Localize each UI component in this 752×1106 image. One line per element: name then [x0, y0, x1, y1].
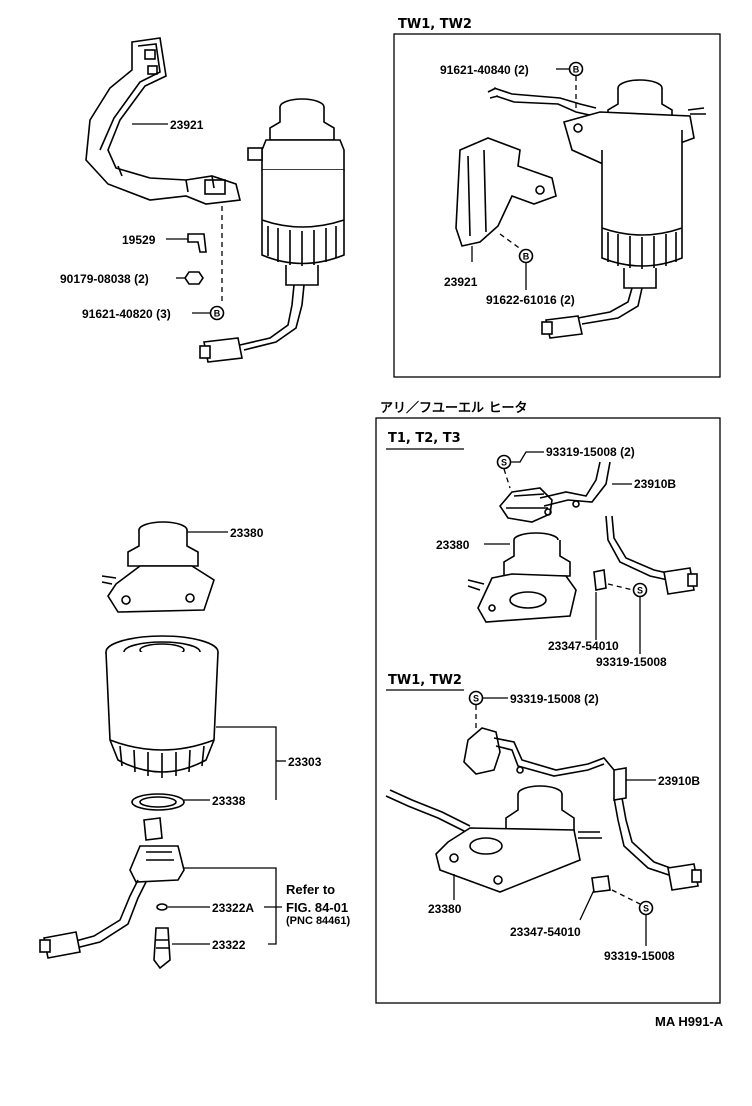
- panel-frame-top-right: [393, 33, 721, 378]
- bolt-callout-91622-61016: B: [518, 248, 534, 264]
- variant-title-t: T1, T2, T3: [388, 431, 461, 446]
- filter-element-23303-drawing: [105, 635, 219, 778]
- label-19529: 19529: [122, 233, 156, 247]
- fuel-filter-assembly-top-left: [199, 98, 345, 363]
- label-23380-t: 23380: [436, 538, 470, 552]
- label-23303: 23303: [288, 755, 322, 769]
- refer-to-text: Refer to: [286, 882, 335, 897]
- label-23921-tw: 23921: [444, 275, 478, 289]
- top-right-panel: TW1, TW2 B: [393, 17, 721, 378]
- oring-23322A-drawing: [156, 903, 168, 911]
- fuel-filter-assembly-tw-top: [487, 79, 706, 339]
- variant-tw-drawing: [385, 727, 702, 893]
- svg-text:S: S: [637, 586, 643, 596]
- svg-text:S: S: [501, 458, 507, 468]
- bolt-callout-91621-40820: B: [209, 305, 225, 321]
- svg-text:S: S: [473, 694, 479, 704]
- filter-head-23380-drawing: [101, 521, 215, 613]
- label-23322: 23322: [212, 938, 246, 952]
- sensor-housing-drawing: [39, 817, 185, 959]
- label-93319-15008-tw-b: 93319-15008: [604, 949, 675, 963]
- bottom-right-panel: アリ／フユーエル ヒータ T1, T2, T3 S: [375, 400, 721, 1004]
- label-91621-40820: 91621-40820 (3): [82, 307, 171, 321]
- label-90179-08038: 90179-08038 (2): [60, 272, 149, 286]
- refer-fig-text: FIG. 84-01: [286, 900, 348, 915]
- label-23347-54010-tw: 23347-54010: [510, 925, 581, 939]
- screw-callout-t-top: S: [496, 454, 512, 470]
- screw-callout-t-bottom: S: [632, 582, 648, 598]
- label-23347-54010-t: 23347-54010: [548, 639, 619, 653]
- bolt-callout-91621-40840: B: [568, 61, 584, 77]
- gasket-23338-drawing: [131, 793, 185, 811]
- screw-callout-tw-bottom: S: [638, 900, 654, 916]
- label-23921: 23921: [170, 118, 204, 132]
- label-23910B-t: 23910B: [634, 477, 676, 491]
- variant-t-drawing: [467, 461, 698, 623]
- label-23322A: 23322A: [212, 901, 254, 915]
- label-23910B-tw: 23910B: [658, 774, 700, 788]
- label-23380-tw: 23380: [428, 902, 462, 916]
- bracket-23921-tw-drawing: [455, 137, 557, 247]
- label-91621-40840: 91621-40840 (2): [440, 63, 529, 77]
- label-93319-15008-t-a: 93319-15008 (2): [546, 445, 635, 459]
- label-93319-15008-t-b: 93319-15008: [596, 655, 667, 669]
- svg-text:S: S: [643, 904, 649, 914]
- label-91622-61016: 91622-61016 (2): [486, 293, 575, 307]
- label-93319-15008-tw-a: 93319-15008 (2): [510, 692, 599, 706]
- panel-title-tw-top: TW1, TW2: [398, 17, 472, 32]
- refer-pnc-text: (PNC 84461): [286, 915, 351, 927]
- bracket-23921-drawing: [85, 37, 241, 205]
- label-23380: 23380: [230, 526, 264, 540]
- sensor-23322-drawing: [153, 927, 171, 970]
- screw-callout-tw-top: S: [468, 690, 484, 706]
- bottom-left-exploded: 23380 23303 23338 23322A 23322 Refer to …: [39, 521, 351, 970]
- top-left-assembly: B 23921 19529 90179-08038 (2) 91621-4082…: [60, 37, 345, 363]
- panel-frame-bottom-right: [375, 417, 721, 1004]
- diagram-code: MA H991-A: [655, 1014, 724, 1029]
- variant-title-tw: TW1, TW2: [388, 673, 462, 688]
- panel-title-fuel-heater: アリ／フユーエル ヒータ: [380, 400, 528, 416]
- label-23338: 23338: [212, 794, 246, 808]
- nut-90179-drawing: [184, 271, 204, 285]
- svg-text:B: B: [573, 65, 580, 75]
- svg-text:B: B: [523, 252, 530, 262]
- clip-19529-drawing: [187, 233, 207, 253]
- svg-text:B: B: [214, 309, 221, 319]
